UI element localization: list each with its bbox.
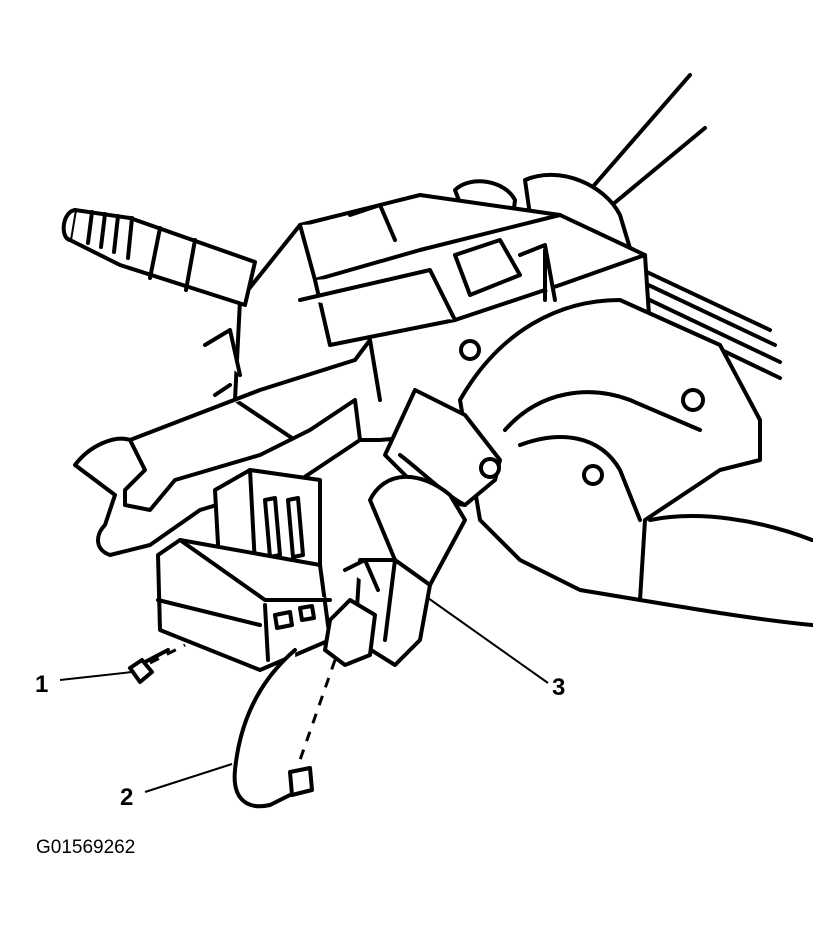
callout-3: 3 — [552, 674, 565, 701]
callout-1: 1 — [35, 671, 48, 698]
alignment-lines — [149, 643, 337, 761]
leader-line-1 — [59, 671, 133, 681]
callout-2: 2 — [120, 784, 133, 811]
figure-code: G01569262 — [36, 837, 135, 858]
steering-shaft — [61, 208, 257, 307]
screw — [128, 648, 170, 684]
leader-lines — [59, 597, 549, 793]
switch-body — [156, 468, 332, 672]
switch-mount-fork — [73, 328, 382, 557]
actuator-sensor — [323, 388, 502, 667]
leader-line-3 — [427, 597, 549, 684]
harness-clip — [232, 648, 314, 809]
leader-line-2 — [144, 763, 233, 793]
lock-housing — [458, 298, 813, 627]
